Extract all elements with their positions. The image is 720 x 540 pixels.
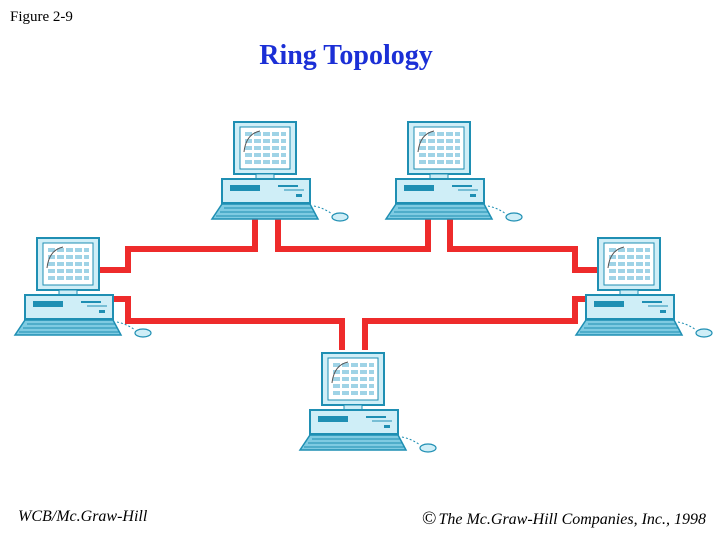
copyright-icon: © [422, 508, 437, 529]
copyright-text: The Mc.Graw-Hill Companies, Inc., 1998 [438, 511, 706, 528]
publisher-footer: WCB/Mc.Graw-Hill [18, 508, 148, 525]
computer-right [575, 237, 713, 338]
computer-bottom [299, 352, 437, 453]
desktop-computer-icon [299, 352, 437, 453]
figure-label: Figure 2-9 [10, 9, 73, 25]
desktop-computer-icon [385, 121, 523, 222]
computer-top-right [385, 121, 523, 222]
desktop-computer-icon [211, 121, 349, 222]
copyright-footer: ©The Mc.Graw-Hill Companies, Inc., 1998 [422, 508, 706, 530]
desktop-computer-icon [575, 237, 713, 338]
computer-top-left [211, 121, 349, 222]
diagram-title: Ring Topology [259, 40, 433, 71]
